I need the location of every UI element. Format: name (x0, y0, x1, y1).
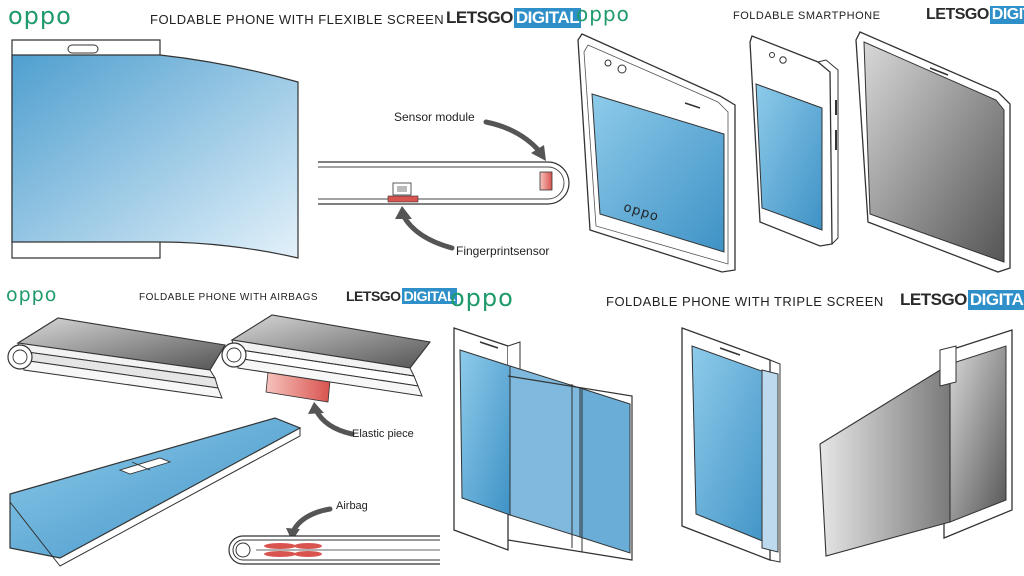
triple-panel-title: FOLDABLE PHONE WITH TRIPLE SCREEN (606, 294, 884, 309)
elastic-piece-label: Elastic piece (352, 428, 414, 440)
triple-phone-unfolded (453, 327, 633, 561)
elastic-arrow-icon (313, 407, 355, 437)
fingerprint-sensor-label: Fingerprintsensor (456, 244, 550, 258)
badge-digital-text: DIGITAL (967, 290, 1024, 310)
badge-digital-text: DIGITAL (513, 8, 582, 28)
triple-phone-back (819, 329, 1013, 557)
badge-digital-text: DIGITAL (989, 6, 1024, 24)
smartphone-back-drawing (855, 31, 1011, 273)
badge-letsgo-text: LETSGO (446, 8, 513, 27)
smartphone-front-drawing (577, 33, 736, 273)
badge-letsgo-text: LETSGO (926, 6, 989, 23)
smartphone-half-drawing (749, 35, 839, 247)
flexible-panel-title: FOLDABLE PHONE WITH FLEXIBLE SCREEN (150, 12, 445, 27)
sensor-arrow-icon (483, 119, 543, 155)
oppo-logo-smartphone: oppo (576, 2, 630, 26)
airbag-cross-section (228, 535, 440, 565)
airbag-phone-folded-right (221, 314, 431, 403)
triple-phone-folded (681, 327, 781, 563)
badge-letsgo-text: LETSGO (346, 288, 401, 304)
elastic-arrow-head-icon (308, 402, 324, 414)
badge-digital-text: DIGITAL (401, 288, 458, 304)
flexible-side-profile (318, 161, 570, 205)
oppo-logo-flexible: oppo (8, 2, 72, 30)
oppo-logo-triple: oppo (450, 284, 514, 312)
airbag-arrow-icon (290, 506, 333, 535)
airbag-phone-unfolded (9, 417, 302, 567)
badge-letsgo-text: LETSGO (900, 290, 967, 309)
airbags-panel-title: FOLDABLE PHONE WITH AIRBAGS (139, 292, 319, 303)
flexible-phone-drawing (11, 39, 299, 259)
fingerprint-arrow-icon (400, 212, 455, 251)
sensor-arrow-head-icon (531, 145, 546, 161)
smartphone-panel-title: FOLDABLE SMARTPHONE (733, 10, 881, 22)
airbag-label: Airbag (336, 500, 368, 512)
fingerprint-arrow-head-icon (395, 206, 412, 219)
oppo-logo-airbags: oppo (6, 284, 58, 306)
airbag-arrow-head-icon (286, 528, 300, 541)
airbag-phone-folded-left (7, 317, 226, 399)
sensor-module-label: Sensor module (394, 110, 475, 124)
